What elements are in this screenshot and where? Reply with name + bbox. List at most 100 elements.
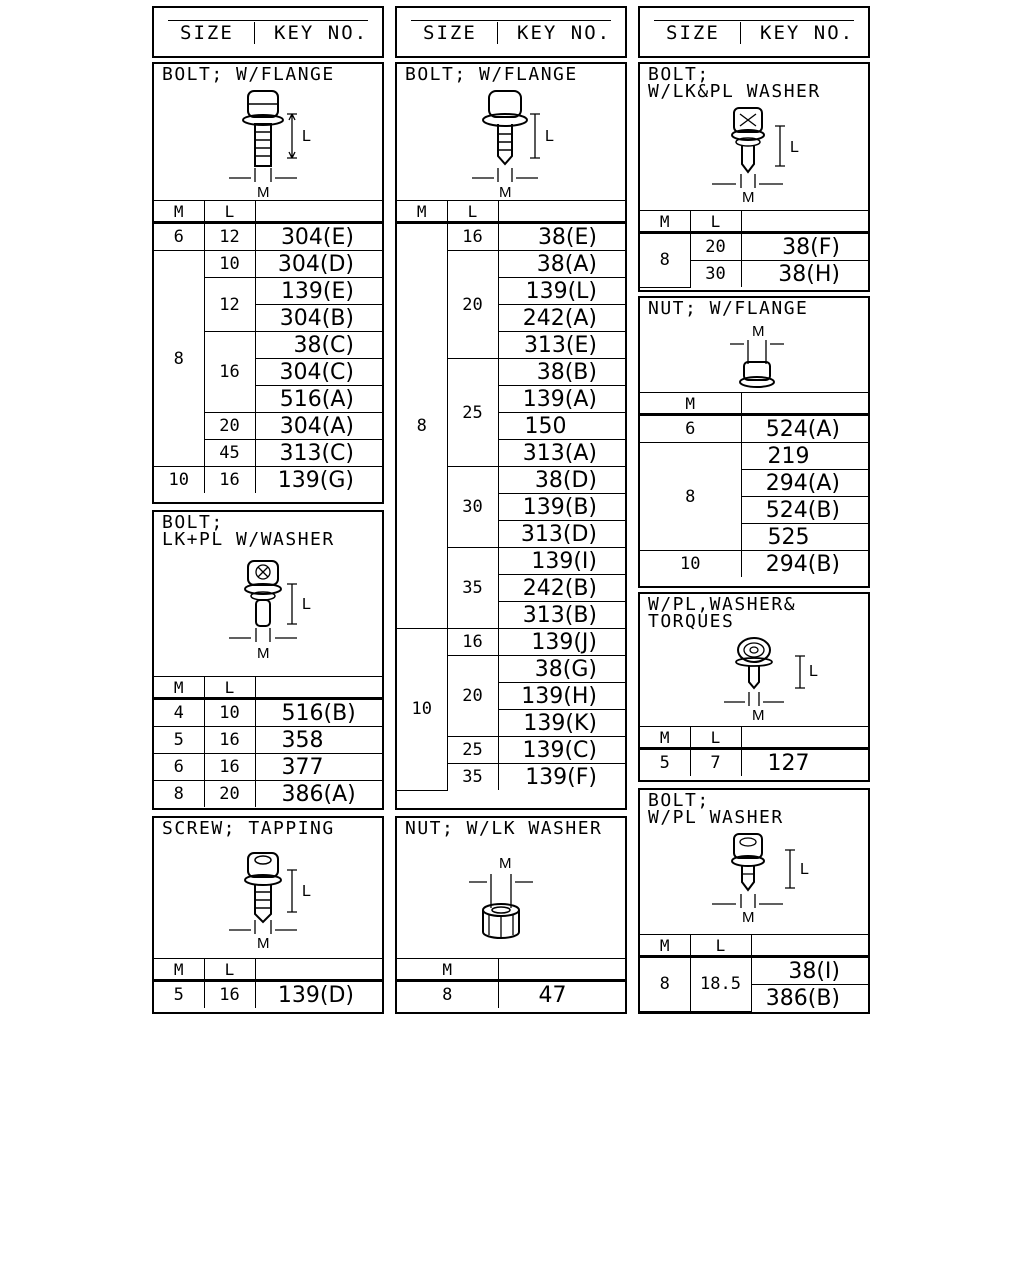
lock-nut-icon: M: [469, 855, 533, 939]
size-l: 35: [447, 547, 499, 629]
key-no-label: KEY NO.: [760, 22, 855, 44]
key-no: 127: [740, 748, 868, 776]
key-no: 304(A): [254, 412, 382, 440]
pl-washer-bolt-icon: L M: [712, 833, 809, 926]
size-l: 20: [689, 232, 742, 261]
size-m: 8: [397, 980, 499, 1008]
key-no-label: KEY NO.: [274, 22, 369, 44]
key-no: 38(G): [497, 655, 625, 683]
key-no: 139(D): [254, 980, 382, 1008]
key-no: 313(C): [254, 439, 382, 467]
panel-title: BOLT; W/FLANGE: [405, 64, 578, 85]
l-dimension-label: L: [302, 128, 311, 145]
size-l: 30: [690, 260, 742, 287]
size-m: 5: [154, 980, 205, 1008]
col-l: L: [689, 726, 742, 750]
key-no: 139(A): [498, 385, 625, 413]
col-m: M: [154, 200, 205, 224]
key-no: 38(I): [750, 956, 868, 985]
size-m: 8: [640, 232, 691, 288]
size-l: 12: [203, 222, 256, 251]
m-dimension-label: M: [742, 189, 755, 206]
key-no: 313(A): [498, 439, 625, 467]
size-m: 6: [640, 414, 742, 443]
flange-nut-icon: M: [730, 323, 784, 388]
size-l: 25: [447, 736, 499, 764]
panel-title: SCREW; TAPPING: [162, 818, 335, 839]
m-dimension-label: M: [257, 645, 270, 662]
size-l: 16: [446, 628, 499, 656]
key-no: 386(A): [254, 780, 382, 807]
col-m: M: [154, 676, 205, 700]
key-no: 139(I): [497, 547, 625, 575]
size-label: SIZE: [666, 22, 720, 44]
key-no: 294(A): [741, 469, 868, 497]
key-no: 139(F): [497, 763, 625, 790]
col-l: L: [446, 200, 499, 224]
size-l: 25: [447, 358, 499, 467]
panel-title: NUT; W/LK WASHER: [405, 818, 603, 839]
key-no: 139(G): [254, 466, 382, 493]
size-m: 10: [154, 466, 205, 493]
key-no: 386(B): [751, 984, 868, 1011]
m-dimension-label: M: [742, 909, 755, 926]
key-no: 150: [498, 412, 625, 440]
l-dimension-label: L: [790, 139, 799, 156]
col-m: M: [640, 392, 742, 416]
size-m: 8: [640, 442, 742, 551]
size-m: 5: [640, 748, 691, 776]
key-no: 377: [254, 753, 382, 781]
size-l: 20: [203, 780, 256, 807]
size-l: 30: [447, 466, 499, 548]
key-no: 139(J): [497, 628, 625, 656]
size-l: 16: [203, 753, 256, 781]
size-l: 16: [204, 331, 256, 413]
key-no: 524(A): [740, 414, 868, 443]
col-m: M: [640, 726, 691, 750]
key-no: 304(C): [255, 358, 382, 386]
tapping-screw-icon: L M: [229, 852, 311, 952]
size-label: SIZE: [423, 22, 477, 44]
size-m: 5: [154, 726, 205, 754]
size-m: 6: [154, 222, 205, 251]
col-m: M: [640, 210, 691, 234]
size-l: 10: [203, 250, 256, 278]
key-no: 242(B): [498, 574, 625, 602]
key-no: 304(D): [254, 250, 382, 278]
key-no: 358: [254, 726, 382, 754]
torx-screw-icon: L M: [724, 637, 818, 724]
panel-title: W/PL,WASHER& TORQUES: [648, 594, 797, 632]
size-m: 8: [154, 780, 205, 807]
key-no: 38(A): [497, 250, 625, 278]
size-l: 20: [204, 412, 256, 440]
key-no: 525: [741, 523, 868, 551]
size-label: SIZE: [180, 22, 234, 44]
key-no: 304(B): [255, 304, 382, 332]
lkpl-washer-bolt-icon: L M: [712, 107, 799, 206]
m-dimension-label: M: [752, 323, 765, 340]
size-l: 35: [447, 763, 499, 790]
m-dimension-label: M: [499, 184, 512, 201]
key-no: 524(B): [741, 496, 868, 524]
key-no: 313(E): [498, 331, 625, 359]
size-l: 20: [447, 655, 499, 737]
panel-title: NUT; W/FLANGE: [648, 298, 809, 319]
l-dimension-label: L: [800, 861, 809, 878]
key-no: 219: [740, 442, 868, 470]
col-l: L: [203, 200, 256, 224]
col-l: L: [203, 676, 256, 700]
size-l: 20: [447, 250, 499, 359]
key-no: 139(B): [498, 493, 625, 521]
